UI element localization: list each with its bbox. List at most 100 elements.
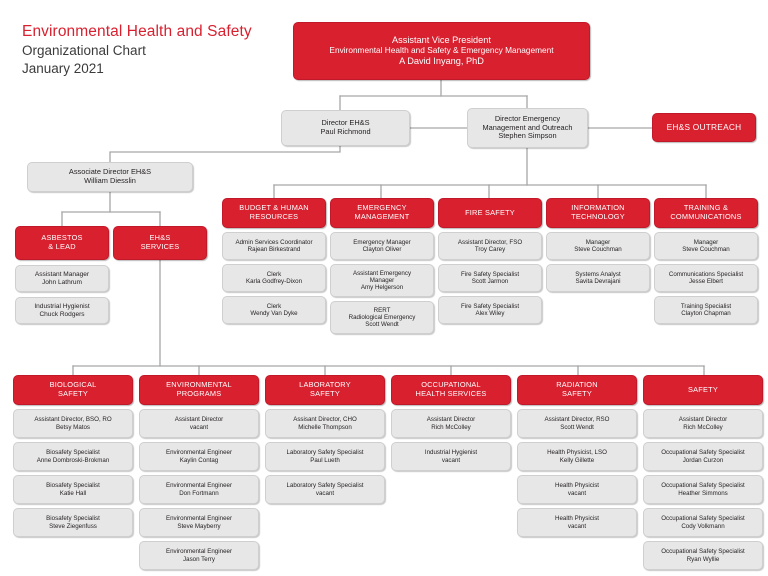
node-director-ehs[interactable]: Director EH&S Paul Richmond <box>281 110 410 146</box>
staff-role: Health Physicist, LSO <box>547 449 607 457</box>
unit-label-line2: TECHNOLOGY <box>571 212 625 221</box>
node-ehs-outreach[interactable]: EH&S OUTREACH <box>652 113 756 142</box>
staff-name: Karla Godfrey-Dixon <box>245 278 303 285</box>
staff-role: Occupational Safety Specialist <box>661 482 745 490</box>
staff-role: RERT <box>373 306 391 314</box>
node-associate-director-ehs[interactable]: Associate Director EH&S William Diesslin <box>27 162 193 192</box>
unit-label-line2: SERVICES <box>140 242 180 251</box>
staff-role: Fire Safety Specialist <box>460 270 520 278</box>
staff-role: Assistant Director, RSO <box>544 416 610 424</box>
director-ehs-name: Paul Richmond <box>320 127 371 136</box>
avp-name: A David Inyang, PhD <box>399 55 484 66</box>
chart-title-block: Environmental Health and Safety Organiza… <box>22 22 252 78</box>
director-em-title-2: Management and Outreach <box>482 122 573 132</box>
staff-role: Assisant Director, CHO <box>293 416 357 424</box>
staff-name: Amy Helgerson <box>360 284 404 292</box>
staff-role: Assistant Director <box>426 416 476 424</box>
staff-name: Scott Wendt <box>365 321 399 329</box>
staff-role: Assistant Director, BSO, RO <box>34 416 112 424</box>
unit-label-line1: BIOLOGICAL <box>49 380 97 390</box>
staff-name: Cody Volkmann <box>681 522 725 530</box>
staff-role: Environmental Engineer <box>165 449 233 457</box>
staff-role: Biosafety Specialist <box>46 515 100 523</box>
staff-role: Occupational Safety Specialist <box>661 449 745 457</box>
unit-label-line2: SAFETY <box>58 389 88 398</box>
staff-name: vacant <box>315 489 335 497</box>
staff-name: Alex Wiley <box>475 310 505 317</box>
staff-role: Emergency Manager <box>353 238 411 246</box>
staff-role-line2: Manager <box>369 276 395 284</box>
node-assistant-vice-president[interactable]: Assistant Vice President Environmental H… <box>293 22 590 80</box>
staff-name: Steve Couchman <box>574 246 622 253</box>
node-unit-training-and-communications[interactable]: TRAINING &COMMUNICATIONS <box>654 198 758 228</box>
staff-role: Biosafety Specialist <box>46 449 100 457</box>
staff-role: Admin Services Coordinator <box>235 238 313 246</box>
staff-name: Don Fortmann <box>179 489 219 497</box>
staff-name: Ryan Wyllie <box>686 555 720 563</box>
staff-name: Michelle Thompson <box>298 423 352 431</box>
staff-role: Clerk <box>266 270 282 278</box>
node-unit-safety[interactable]: SAFETY <box>643 375 763 405</box>
node-unit-asbestos-and-lead[interactable]: ASBESTOS& LEAD <box>15 226 109 260</box>
node-director-emergency-management[interactable]: Director Emergency Management and Outrea… <box>467 108 588 148</box>
staff-name: Jordan Curzon <box>682 456 724 464</box>
staff-role: Environmental Engineer <box>165 515 233 523</box>
page-title: Environmental Health and Safety <box>22 23 252 40</box>
node-unit-fire-safety[interactable]: FIRE SAFETY <box>438 198 542 228</box>
staff-name: Clayton Chapman <box>681 310 731 317</box>
staff-role: Laboratory Safety Specialist <box>286 449 364 457</box>
staff-name: Scott Wendt <box>560 423 594 431</box>
avp-scope: Environmental Health and Safety & Emerge… <box>329 45 554 56</box>
director-ehs-title: Director EH&S <box>321 118 370 128</box>
staff-name: vacant <box>441 456 461 464</box>
